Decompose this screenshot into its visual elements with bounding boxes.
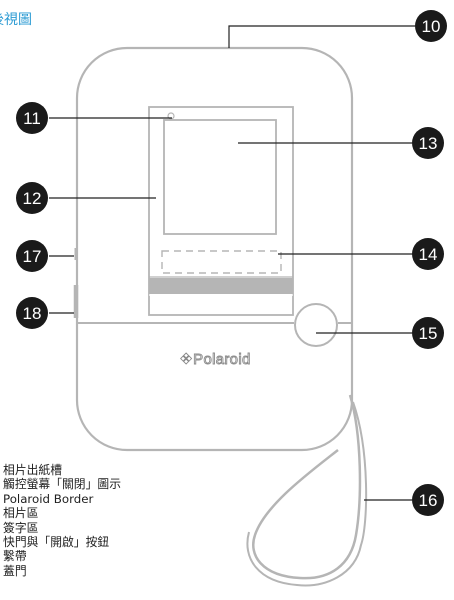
legend-text: 繫帶 — [3, 549, 27, 564]
callout-14: 14 — [412, 238, 444, 270]
legend-text: 相片出紙槽 — [3, 463, 63, 477]
callout-17: 17 — [16, 240, 48, 272]
callout-number: 12 — [23, 189, 42, 208]
legend-text: 觸控螢幕「關閉」圖示 — [3, 477, 121, 492]
callout-10: 10 — [415, 10, 447, 42]
legend-item: 2. Polaroid Border — [0, 492, 248, 506]
callout-12: 12 — [16, 182, 48, 214]
strap-outer — [252, 394, 362, 580]
callout-badge — [16, 240, 48, 272]
legend-item: 1. 觸控螢幕「關閉」圖示 — [0, 477, 248, 491]
callout-number: 17 — [23, 247, 42, 266]
callout-badge — [412, 127, 444, 159]
photo-area — [163, 119, 277, 235]
callout-18: 18 — [16, 297, 48, 329]
diagram-title: 後視圖 — [0, 12, 32, 28]
legend-item: 0. 相片出紙槽 — [0, 463, 248, 477]
callout-15: 15 — [412, 317, 444, 349]
callout-badge — [412, 238, 444, 270]
callout-badge — [16, 102, 48, 134]
callout-11: 11 — [16, 102, 48, 134]
touchscreen-frame — [148, 106, 294, 316]
legend-text: 簽字區 — [3, 520, 39, 535]
callout-badge — [16, 182, 48, 214]
callout-number: 15 — [419, 324, 438, 343]
callout-13: 13 — [412, 127, 444, 159]
signature-area — [161, 250, 282, 274]
legend-item: 3. 相片區 — [0, 506, 248, 520]
callout-number: 10 — [422, 17, 441, 36]
legend-text: Polaroid Border — [3, 491, 94, 506]
leader-lines — [49, 25, 415, 501]
legend-item: 7. 蓋門 — [0, 564, 248, 578]
callout-badge — [16, 297, 48, 329]
legend-text: 快門與「開啟」按鈕 — [3, 534, 110, 549]
callout-number: 13 — [419, 134, 438, 153]
polaroid-logo: ❖Polaroid — [179, 351, 251, 369]
callout-badge — [415, 10, 447, 42]
screen-band — [149, 278, 293, 294]
camera-body-outline — [75, 46, 354, 452]
legend-item: 4. 簽字區 — [0, 521, 248, 535]
parts-legend: 0. 相片出紙槽 1. 觸控螢幕「關閉」圖示 2. Polaroid Borde… — [0, 463, 248, 578]
strap-inner — [246, 401, 368, 587]
legend-item: 6. 繫帶 — [0, 549, 248, 563]
callout-number: 16 — [419, 491, 438, 510]
shutter-button — [294, 303, 338, 347]
callout-number: 11 — [23, 109, 41, 128]
callout-16: 16 — [412, 484, 444, 516]
callout-number: 14 — [419, 245, 438, 264]
screen-off-icon — [167, 112, 175, 120]
legend-text: 蓋門 — [3, 563, 27, 578]
legend-text: 相片區 — [3, 506, 39, 521]
callout-number: 18 — [23, 304, 42, 323]
legend-item: 5. 快門與「開啟」按鈕 — [0, 535, 248, 549]
leader-10 — [228, 25, 415, 48]
callout-badge — [412, 317, 444, 349]
callout-badge — [412, 484, 444, 516]
